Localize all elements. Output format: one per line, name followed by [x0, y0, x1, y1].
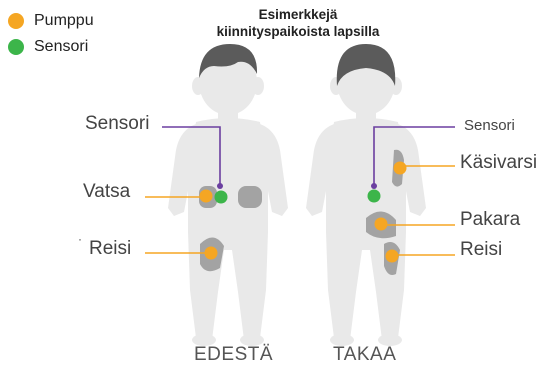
front-view-label: EDESTÄ — [194, 344, 273, 366]
back-sensor-marker — [368, 190, 381, 203]
back-thigh-label: Reisi — [460, 239, 502, 261]
back-sensor-label: Sensori — [464, 117, 515, 134]
back-sensor-line-end — [371, 183, 377, 189]
front-sensor-label: Sensori — [85, 113, 149, 135]
back-view-label: TAKAA — [333, 344, 396, 366]
back-child-figure — [306, 44, 426, 346]
front-sensor-marker — [215, 191, 228, 204]
back-buttock-label: Pakara — [460, 209, 520, 231]
back-arm-label: Käsivarsi — [460, 152, 537, 174]
front-thigh-label: Reisi — [89, 238, 131, 260]
front-thigh-marker — [205, 247, 218, 260]
back-thigh-marker — [386, 250, 399, 263]
front-belly-right-area — [238, 186, 262, 208]
front-sensor-line-end — [217, 183, 223, 189]
front-thigh-dot-icon: · — [78, 232, 82, 246]
back-arm-marker — [394, 162, 407, 175]
front-belly-label: Vatsa — [83, 181, 130, 203]
back-buttock-marker — [375, 218, 388, 231]
front-belly-marker — [200, 190, 213, 203]
front-child-figure — [168, 44, 288, 346]
